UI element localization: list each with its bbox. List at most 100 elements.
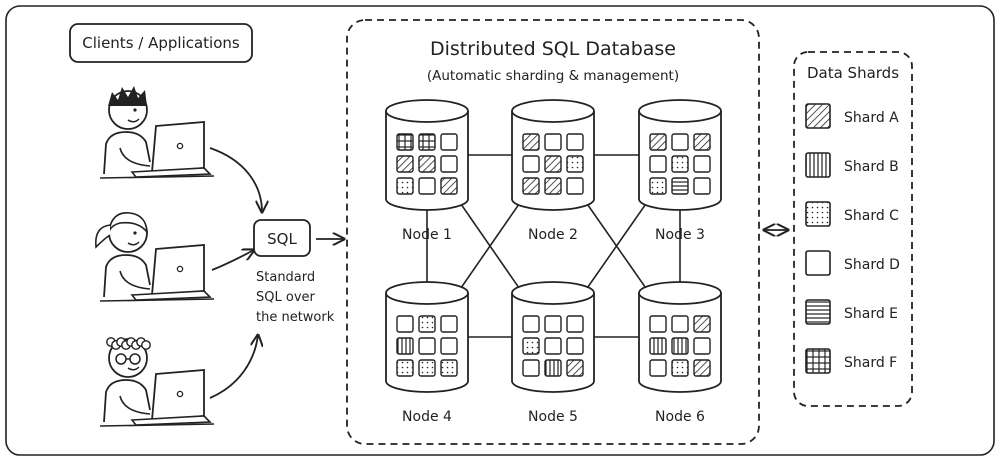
legend-item-shard-A: Shard A xyxy=(805,103,899,129)
node-3-label: Node 3 xyxy=(655,227,705,243)
legend-swatch-F xyxy=(805,348,831,374)
node-6: Node 6 xyxy=(638,281,722,425)
node-3-shard-D xyxy=(671,133,689,151)
node-2-shard-C xyxy=(566,155,584,173)
clients-title-box: Clients / Applications xyxy=(69,23,253,63)
node-6-shard-D xyxy=(649,315,667,333)
node-5: Node 5 xyxy=(511,281,595,425)
node-3-shard-A xyxy=(649,133,667,151)
arrow-user3-to-sql xyxy=(209,335,258,399)
node-3-shard-C xyxy=(649,177,667,195)
legend-label-B: Shard B xyxy=(844,159,899,175)
node-4-shard-B xyxy=(396,337,414,355)
node-6-shard-D xyxy=(649,359,667,377)
cylinder-top xyxy=(511,281,595,305)
user-laptop-icon xyxy=(94,212,215,302)
legend-item-shard-F: Shard F xyxy=(805,348,897,374)
node-4-shard-D xyxy=(418,337,436,355)
node-1-shard-C xyxy=(396,177,414,195)
node-5-shard-B xyxy=(544,359,562,377)
arrow-user1-to-sql xyxy=(209,147,262,212)
node-2-shard-D xyxy=(566,177,584,195)
node-3-shard-A xyxy=(693,133,711,151)
sql-caption: Standard SQL over the network xyxy=(256,270,335,325)
node-4-shard-D xyxy=(440,315,458,333)
node-6-label: Node 6 xyxy=(655,409,705,425)
node-1-shard-D xyxy=(440,155,458,173)
node-1-shard-D xyxy=(418,177,436,195)
node-3: Node 3 xyxy=(638,99,722,243)
cylinder-top xyxy=(638,281,722,305)
node-2-label: Node 2 xyxy=(528,227,578,243)
legend-item-shard-D: Shard D xyxy=(805,250,900,276)
node-6-shard-B xyxy=(671,337,689,355)
node-6-shard-B xyxy=(649,337,667,355)
node-2-shard-D xyxy=(566,133,584,151)
sql-caption-line-3: the network xyxy=(256,310,335,325)
sql-label: SQL xyxy=(267,230,297,248)
legend-container xyxy=(793,51,913,407)
node-6-shard-C xyxy=(671,359,689,377)
outer-frame xyxy=(5,5,995,456)
node-1-shard-A xyxy=(396,155,414,173)
legend-item-shard-E: Shard E xyxy=(805,299,898,325)
legend-swatch-E xyxy=(805,299,831,325)
node-5-shard-D xyxy=(566,337,584,355)
legend-label-C: Shard C xyxy=(844,208,899,224)
node-2: Node 2 xyxy=(511,99,595,243)
node-6-shard-D xyxy=(693,337,711,355)
node-3-shard-D xyxy=(693,177,711,195)
node-4-shard-C xyxy=(418,359,436,377)
node-4-shard-C xyxy=(396,359,414,377)
cylinder-top xyxy=(385,281,469,305)
node-2-shard-A xyxy=(544,155,562,173)
node-6-shard-D xyxy=(671,315,689,333)
node-1: Node 1 xyxy=(385,99,469,243)
node-5-shard-D xyxy=(566,315,584,333)
node-1-shard-D xyxy=(440,133,458,151)
database-container xyxy=(346,19,760,445)
cylinder-top xyxy=(511,99,595,123)
cylinder-top xyxy=(385,99,469,123)
node-6-shard-A xyxy=(693,359,711,377)
user-laptop-icon xyxy=(99,337,215,427)
node-5-shard-C xyxy=(522,337,540,355)
database-subtitle: (Automatic sharding & management) xyxy=(427,68,679,84)
clients-title: Clients / Applications xyxy=(82,34,240,52)
legend-swatch-C xyxy=(805,201,831,227)
node-1-label: Node 1 xyxy=(402,227,452,243)
node-1-shard-F xyxy=(396,133,414,151)
legend-swatch-B xyxy=(805,152,831,178)
node-4-label: Node 4 xyxy=(402,409,452,425)
node-5-shard-D xyxy=(544,315,562,333)
node-5-shard-D xyxy=(544,337,562,355)
sql-caption-line-1: Standard xyxy=(256,270,315,285)
node-4: Node 4 xyxy=(385,281,469,425)
node-2-shard-A xyxy=(522,133,540,151)
arrow-user2-to-sql xyxy=(211,250,254,271)
database-title: Distributed SQL Database xyxy=(430,38,676,60)
node-2-shard-A xyxy=(522,177,540,195)
client-users xyxy=(94,86,215,427)
node-3-shard-D xyxy=(649,155,667,173)
legend-label-E: Shard E xyxy=(844,306,898,322)
node-5-shard-D xyxy=(522,315,540,333)
node-6-shard-A xyxy=(693,315,711,333)
node-3-shard-C xyxy=(671,155,689,173)
node-5-shard-D xyxy=(522,359,540,377)
legend-title: Data Shards xyxy=(807,64,899,82)
node-4-shard-C xyxy=(418,315,436,333)
node-1-shard-F xyxy=(418,133,436,151)
legend-items: Shard A Shard B Shard C Shard D Shard E Shard… xyxy=(805,103,900,374)
node-2-shard-D xyxy=(544,133,562,151)
user-laptop-icon xyxy=(99,86,215,179)
node-1-shard-A xyxy=(440,177,458,195)
legend-swatch-A xyxy=(805,103,831,129)
sql-box: SQL xyxy=(253,219,311,257)
node-3-shard-E xyxy=(671,177,689,195)
node-4-shard-D xyxy=(440,337,458,355)
node-2-shard-D xyxy=(522,155,540,173)
legend-label-D: Shard D xyxy=(844,257,900,273)
